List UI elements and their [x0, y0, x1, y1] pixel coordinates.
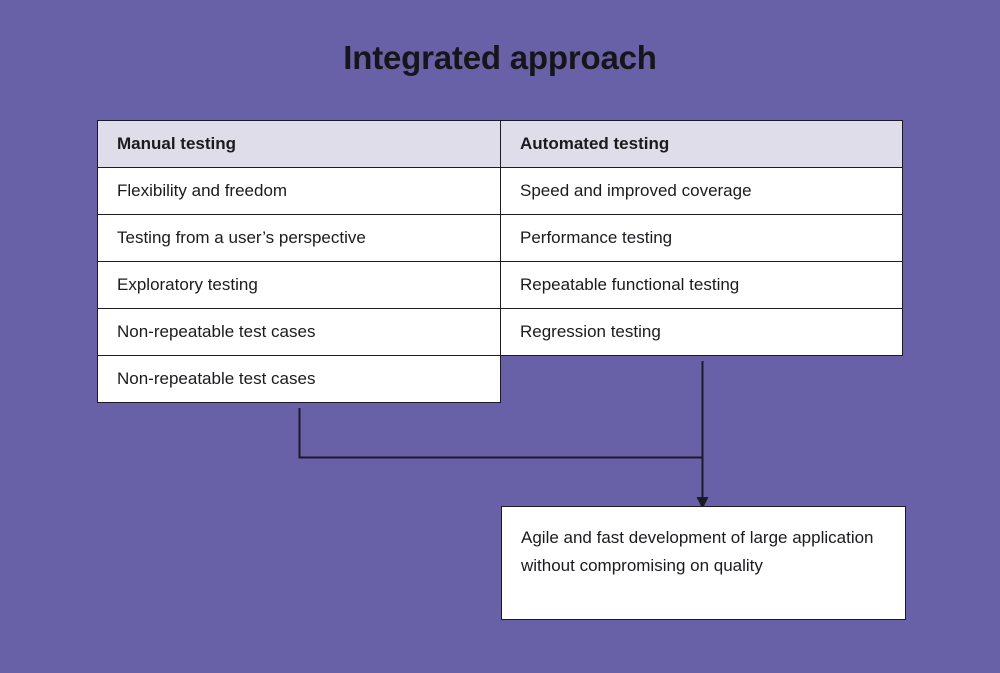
- outcome-box: Agile and fast development of large appl…: [501, 506, 906, 620]
- table-cell-manual-4: Non-repeatable test cases: [97, 308, 501, 356]
- table-cell-automated-1: Speed and improved coverage: [500, 167, 903, 215]
- table-cell-manual-3: Exploratory testing: [97, 261, 501, 309]
- table-row: Non-repeatable test cases: [97, 355, 903, 403]
- comparison-table: Manual testing Automated testing Flexibi…: [97, 120, 903, 403]
- table-cell-automated-2: Performance testing: [500, 214, 903, 262]
- table-row: Exploratory testing Repeatable functiona…: [97, 261, 903, 309]
- table-cell-automated-5-empty: [500, 355, 903, 403]
- page-title: Integrated approach: [343, 39, 657, 76]
- connector-line-manual: [298, 408, 703, 459]
- table-row: Non-repeatable test cases Regression tes…: [97, 308, 903, 356]
- table-header-manual-testing: Manual testing: [97, 120, 501, 168]
- table-header-row: Manual testing Automated testing: [97, 120, 903, 168]
- table-cell-automated-4: Regression testing: [500, 308, 903, 356]
- table-row: Flexibility and freedom Speed and improv…: [97, 167, 903, 215]
- table-cell-manual-5: Non-repeatable test cases: [97, 355, 501, 403]
- table-cell-automated-3: Repeatable functional testing: [500, 261, 903, 309]
- table-header-automated-testing: Automated testing: [500, 120, 903, 168]
- table-cell-manual-2: Testing from a user’s perspective: [97, 214, 501, 262]
- table-row: Testing from a user’s perspective Perfor…: [97, 214, 903, 262]
- table-cell-manual-1: Flexibility and freedom: [97, 167, 501, 215]
